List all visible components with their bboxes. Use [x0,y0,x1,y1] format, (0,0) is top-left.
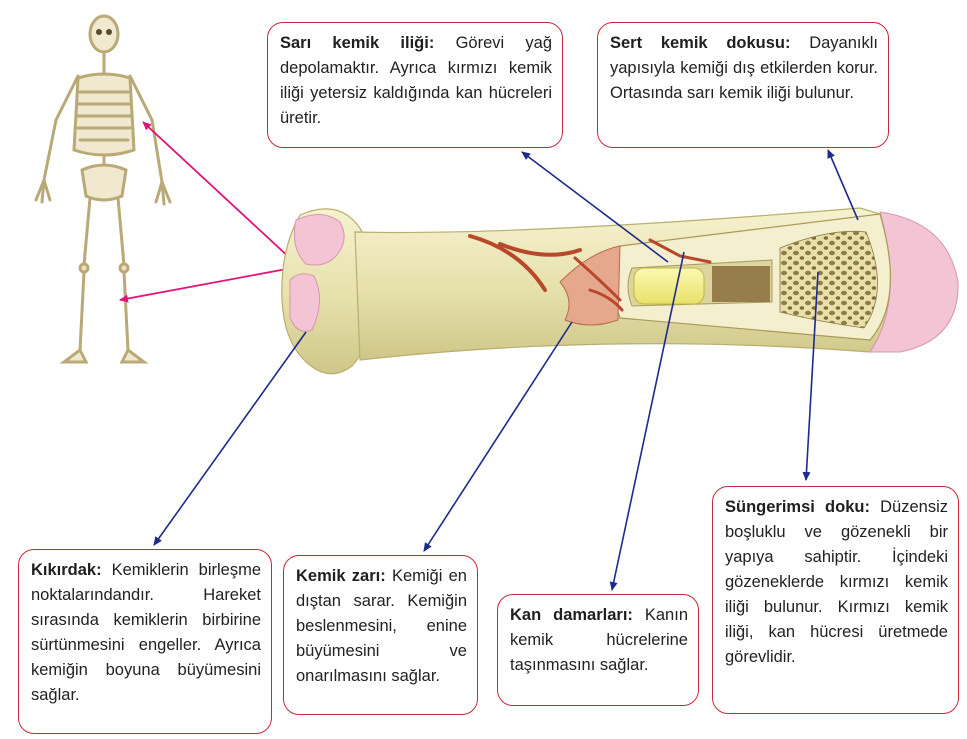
callout-title: Sarı kemik iliği: [280,34,435,52]
spongy-bone-texture [779,230,878,329]
pointer-sert-kemik-dokusu [827,149,859,221]
cartilage-left [293,214,345,266]
callout-sari-kemik-iligi: Sarı kemik iliği: Görevi yağ depolamaktı… [267,22,563,148]
pointer-kemik-zari [423,321,573,552]
callout-sungerimsi-doku: Süngerimsi doku: Düzensiz boşluklu ve gö… [712,486,959,714]
pointer-kikirdak [153,331,307,546]
callout-text: Düzensiz boşluklu ve gözenekli bir yapıy… [725,498,948,666]
blood-vessel-1 [468,234,582,292]
callout-title: Süngerimsi doku: [725,498,870,516]
long-bone [281,207,959,375]
yellow-marrow [633,267,705,305]
callout-title: Kıkırdak: [31,561,102,579]
callout-kan-damarlari: Kan damarları: Kanın kemik hücrelerine t… [497,594,699,706]
cartilage-left-lower [289,273,320,332]
pointer-kan-damarlari [609,251,685,591]
callout-title: Kan damarları: [510,606,633,624]
callout-sert-kemik-dokusu: Sert kemik dokusu: Dayanıklı yapısıyla k… [597,22,889,148]
periosteum-flap [559,245,621,326]
callout-title: Sert kemik dokusu: [610,34,791,52]
skeleton-figure [34,14,172,364]
callout-title: Kemik zarı: [296,567,386,585]
callout-text: Kemiklerin birleşme noktalarındandır. Ha… [31,561,261,704]
pointer-sungerimsi-doku [802,271,819,481]
callout-text: Görevi yağ depolamaktır. Ayrıca kırmızı … [280,34,552,127]
callout-text: Kanın kemik hücrelerine taşınmasını sağl… [510,606,688,674]
callout-kemik-zari: Kemik zarı: Kemiği en dıştan sarar. Kemi… [283,555,478,715]
blood-vessel-2 [573,256,624,312]
marrow-inner [712,266,770,302]
pointer-sari-kemik-iligi [521,151,669,263]
callout-kikirdak: Kıkırdak: Kemiklerin birleşme noktaların… [18,549,272,734]
skeleton-arrow-shoulder [142,121,293,261]
callout-text: Kemiği en dıştan sarar. Kemiğin beslenme… [296,567,467,685]
callout-text: Dayanıklı yapısıyla kemiği dış etkilerde… [610,34,878,102]
blood-vessel-3 [648,238,712,264]
skeleton-arrow-knee [119,267,293,303]
